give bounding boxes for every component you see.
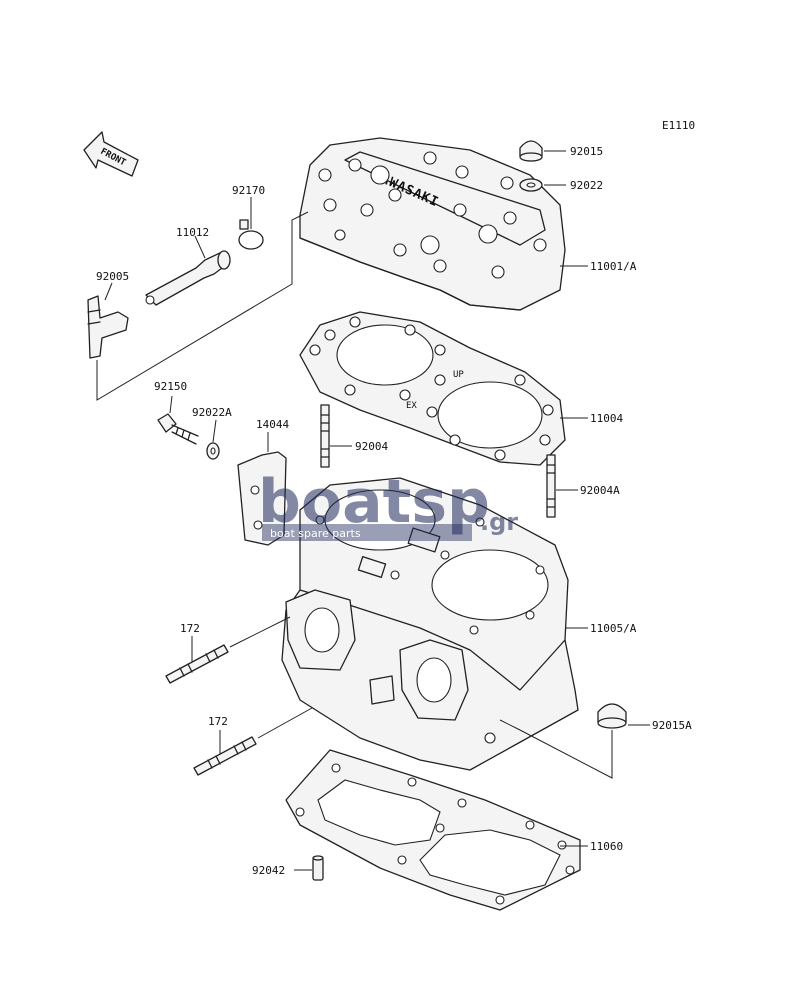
watermark-tagline: boat spare parts — [270, 527, 361, 540]
part-92015-nut — [519, 140, 543, 162]
part-label-92150[interactable]: 92150 — [154, 380, 187, 393]
watermark-brand: boatsp — [258, 467, 490, 537]
part-92004A-stud — [546, 454, 556, 518]
part-92015A-nut — [597, 703, 627, 729]
part-label-14044[interactable]: 14044 — [256, 418, 289, 431]
head-gasket: UP EX — [299, 311, 566, 466]
part-92022-washer — [519, 178, 543, 192]
part-label-11001A[interactable]: 11001/A — [590, 260, 637, 273]
watermark-tagline-bar — [262, 524, 472, 541]
part-92042-dowel — [312, 855, 324, 881]
part-label-11005A[interactable]: 11005/A — [590, 622, 637, 635]
part-label-172-lower[interactable]: 172 — [208, 715, 228, 728]
part-label-92005[interactable]: 92005 — [96, 270, 129, 283]
cylinder-block — [281, 477, 579, 771]
gasket-up-mark: UP — [453, 370, 464, 380]
cylinder-head: KAWASAKI — [299, 137, 566, 311]
part-label-11060[interactable]: 11060 — [590, 840, 623, 853]
watermark: boatsp .gr boat spare parts — [258, 467, 518, 541]
base-gasket — [285, 749, 581, 911]
part-label-92170[interactable]: 92170 — [232, 184, 265, 197]
part-14044-bracket — [237, 451, 287, 546]
part-11012-fitting — [145, 250, 231, 306]
part-label-92015A[interactable]: 92015A — [652, 719, 692, 732]
part-label-92042[interactable]: 92042 — [252, 864, 285, 877]
part-label-92004[interactable]: 92004 — [355, 440, 388, 453]
diagram-code: E1110 — [662, 119, 695, 132]
part-92004-stud — [320, 404, 330, 468]
part-label-11012[interactable]: 11012 — [176, 226, 209, 239]
part-92022A-washer — [206, 442, 220, 460]
part-label-92004A[interactable]: 92004A — [580, 484, 620, 497]
part-92170-clamp — [238, 219, 264, 250]
gasket-ex-mark: EX — [406, 401, 417, 411]
part-172-stud-lower — [193, 736, 257, 776]
front-arrow-icon: FRONT — [83, 131, 139, 177]
part-label-92022A[interactable]: 92022A — [192, 406, 232, 419]
part-label-92022[interactable]: 92022 — [570, 179, 603, 192]
part-label-11004[interactable]: 11004 — [590, 412, 623, 425]
part-92150-bolt — [157, 413, 199, 445]
watermark-suffix: .gr — [480, 508, 518, 536]
part-label-92015[interactable]: 92015 — [570, 145, 603, 158]
part-92005-nipple — [87, 295, 129, 359]
part-172-stud-upper — [165, 644, 229, 684]
part-label-172-upper[interactable]: 172 — [180, 622, 200, 635]
